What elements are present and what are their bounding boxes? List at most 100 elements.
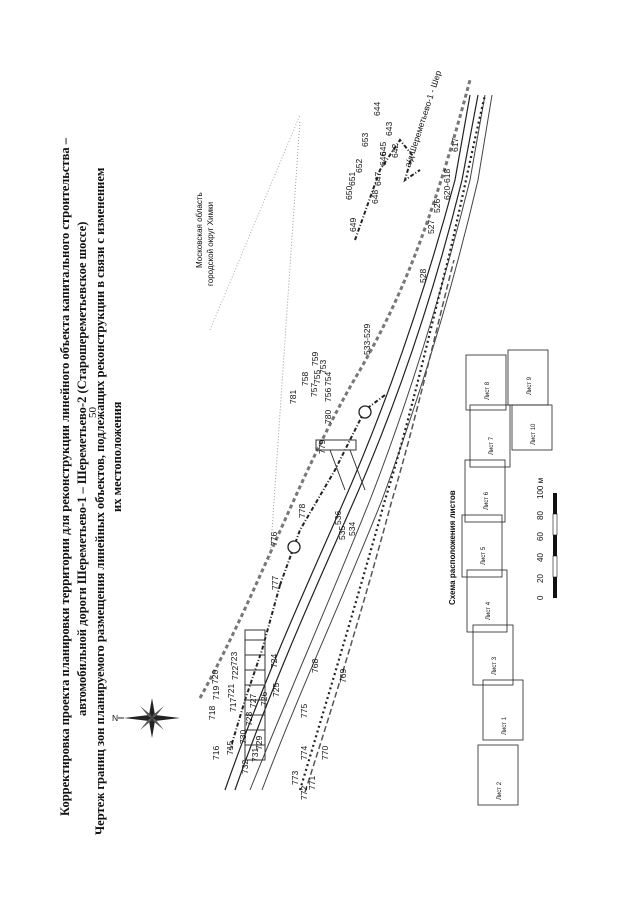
- point-label: 651: [347, 172, 357, 186]
- point-label: 776: [269, 532, 279, 546]
- region-label-line-2: городской округ Химки: [206, 202, 215, 286]
- point-label: 770: [320, 746, 330, 760]
- point-label: 725: [271, 683, 281, 697]
- point-label: 758: [300, 372, 310, 386]
- road-edge-1: [224, 94, 471, 791]
- svg-text:N: N: [112, 713, 118, 723]
- point-label: 723: [229, 652, 239, 666]
- sheet-index: Лист 1 Лист 2 Лист 3 Лист 4 Лист 5 Лист …: [461, 349, 553, 806]
- road-label: а/д Шереметьево-1 - Шер: [402, 69, 443, 169]
- point-label: 527: [426, 220, 436, 234]
- sheet-label: Лист 8: [485, 381, 491, 400]
- point-label: 731: [250, 748, 260, 762]
- zone-boundary-lower: [298, 94, 487, 791]
- scale-tick: 40: [536, 553, 545, 562]
- point-label: 715: [225, 741, 235, 755]
- point-label: 648: [370, 190, 380, 204]
- point-label: 780: [323, 410, 333, 424]
- point-label: 644: [372, 102, 382, 116]
- point-label: 721: [226, 684, 236, 698]
- point-label: 652: [354, 159, 364, 173]
- point-label: 779: [317, 440, 327, 454]
- point-label: 720: [210, 670, 220, 684]
- point-label: 719: [211, 686, 221, 700]
- sheet-label: Лист 7: [489, 436, 495, 455]
- point-label: 716: [211, 746, 221, 760]
- road-edge-4: [261, 94, 493, 791]
- point-label: 646: [378, 152, 388, 166]
- boundary-line-thin-2: [209, 114, 301, 331]
- point-label: 730: [238, 730, 248, 744]
- point-label: 717: [228, 698, 238, 712]
- sheet-label: Лист 9: [527, 376, 533, 395]
- point-label: 645: [378, 142, 388, 156]
- point-label: 649: [348, 218, 358, 232]
- point-label: 759: [310, 352, 320, 366]
- scheme-title: Схема расположения листов: [448, 490, 457, 605]
- point-label: 533-529: [362, 324, 372, 355]
- zone-boundary-top-right: [354, 138, 421, 241]
- road-edge-3: [249, 94, 486, 791]
- point-label: 620-618: [442, 169, 452, 200]
- point-label: 771: [307, 776, 317, 790]
- scale-tick: 0: [536, 595, 545, 600]
- point-label: 647: [373, 172, 383, 186]
- point-label: 728: [244, 712, 254, 726]
- point-label: 732: [240, 760, 250, 774]
- point-label: 528: [418, 269, 428, 283]
- point-label: 642: [390, 144, 400, 158]
- point-label: 650: [344, 186, 354, 200]
- sheet-label: Лист 5: [481, 546, 487, 565]
- point-label: 768: [310, 659, 320, 673]
- point-label: 775: [299, 704, 309, 718]
- point-label: 729: [254, 736, 264, 750]
- point-label: 755: [312, 370, 322, 384]
- point-label: 774: [299, 746, 309, 760]
- point-label: 718: [207, 706, 217, 720]
- point-label: 778: [297, 504, 307, 518]
- hatched-structure: [244, 629, 266, 761]
- point-label: 643: [384, 122, 394, 136]
- point-label: 756: [323, 388, 333, 402]
- sheet-label: Лист 4: [486, 601, 492, 620]
- point-label: 777: [270, 576, 280, 590]
- sheet-label: Лист 10: [531, 423, 537, 445]
- point-label: 534: [347, 522, 357, 536]
- north-arrow-compass-icon: N: [112, 698, 180, 738]
- point-label: 754: [323, 372, 333, 386]
- sheet-label: Лист 3: [492, 656, 498, 675]
- road-edge-2: [234, 94, 479, 791]
- point-labels: 716 718 719 720 715 717 721 722 723 732 …: [207, 102, 460, 800]
- point-label: 727: [248, 694, 258, 708]
- region-label-line-1: Московская область: [195, 192, 204, 268]
- point-label: 753: [318, 360, 328, 374]
- point-label: 617: [450, 138, 460, 152]
- circle-marker-1: [287, 540, 301, 554]
- point-label: 724: [269, 654, 279, 668]
- sheet-label: Лист 1: [502, 716, 508, 735]
- point-label: 757: [309, 383, 319, 397]
- sheet-label: Лист 2: [497, 781, 503, 800]
- scale-tick: 80: [536, 511, 545, 520]
- point-label: 653: [360, 133, 370, 147]
- point-label: 781: [288, 390, 298, 404]
- circle-marker-2: [358, 405, 372, 419]
- point-label: 726: [259, 692, 269, 706]
- scale-tick: 60: [536, 532, 545, 541]
- point-label: 772: [299, 786, 309, 800]
- scale-tick: 20: [536, 574, 545, 583]
- boundary-line-top: [198, 79, 472, 699]
- scale-tick: 100 м: [536, 478, 545, 499]
- zone-boundary-lower-2: [304, 259, 455, 793]
- zone-boundary-upper-2: [229, 584, 281, 751]
- sheet-label: Лист 6: [484, 491, 490, 510]
- point-label: 535: [337, 526, 347, 540]
- point-label: 773: [290, 771, 300, 785]
- scale-bar: 0 20 40 60 80 100 м: [536, 478, 558, 600]
- point-label: 526: [432, 199, 442, 213]
- point-label: 536: [333, 511, 343, 525]
- point-label: 769: [338, 669, 348, 683]
- point-label: 722: [230, 666, 240, 680]
